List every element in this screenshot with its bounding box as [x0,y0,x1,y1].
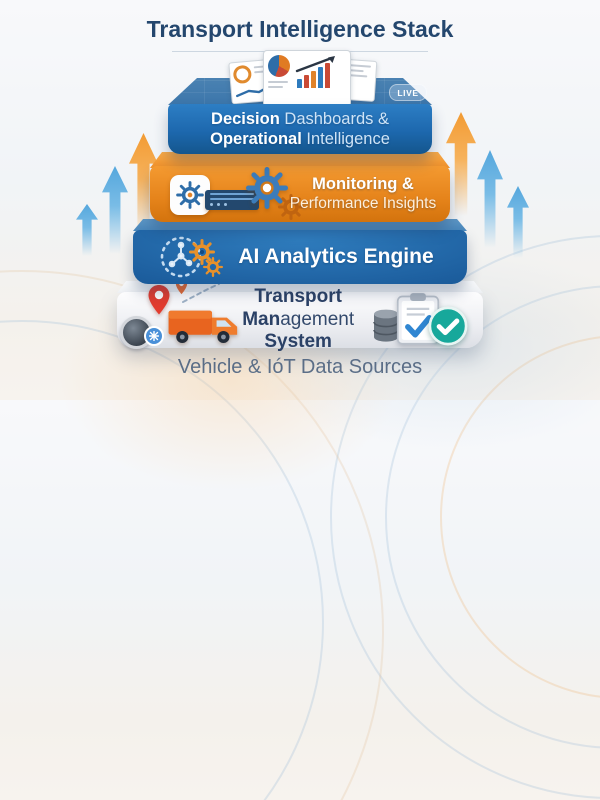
dashboard-monitor-icon [263,50,351,107]
clipboard-check-icon [396,293,440,345]
ai-network-icon [157,233,227,283]
layer4-top-surface [117,281,483,293]
gear-icon [246,167,288,209]
layer2-line1: Monitoring & [312,175,414,194]
layer1-line1-bold: Decision [211,109,280,128]
snowflake-badge-icon [144,326,164,346]
live-badge: LIVE [389,84,427,101]
growth-arrow-icon [295,56,335,73]
bar-chart-icon [297,62,330,88]
gear-icon [278,194,304,220]
layer2-top-surface [150,152,450,168]
layer1-line1-rest: Dashboards & [279,109,389,128]
layer2-line2: Performance Insights [289,194,437,212]
gear-card-icon [170,175,210,215]
gear-icon [203,257,223,277]
location-pin-icon [148,285,170,315]
route-dashes-icon [182,283,220,303]
growth-arrow-icon [507,186,529,258]
database-icon [373,309,399,342]
donut-chart-icon [232,64,253,85]
layer4-line1-rest: agement [280,308,355,330]
pie-chart-icon [268,55,290,77]
check-circle-icon [428,306,468,346]
truck-icon [168,310,238,344]
layer3-ai-analytics: AI Analytics Engine [133,230,467,284]
growth-arrow-icon [76,204,98,256]
layer1-line2-bold: Operational [210,130,302,148]
layer3-label: AI Analytics Engine [238,245,434,269]
layer2-monitoring: Monitoring & Performance Insights [150,166,450,222]
layer1-decision-dashboards: Decision Dashboards & Operational Intell… [168,104,432,154]
server-icon [205,190,259,210]
layer1-line2-rest: Intelligence [301,130,390,148]
layer4-line1-bold: Transport Man [242,286,342,330]
caption: Vehicle & IóT Data Sources [177,356,423,378]
gear-icon [189,239,215,265]
layer4-tms: Transport Management System [117,278,483,352]
growth-arrow-icon [477,150,503,248]
growth-arrow-icon [102,166,128,254]
page-title: Transport Intelligence Stack [146,16,454,42]
layer4-line2: System [264,331,332,353]
layer3-top-surface [133,219,467,231]
growth-arrow-icon [446,112,476,216]
